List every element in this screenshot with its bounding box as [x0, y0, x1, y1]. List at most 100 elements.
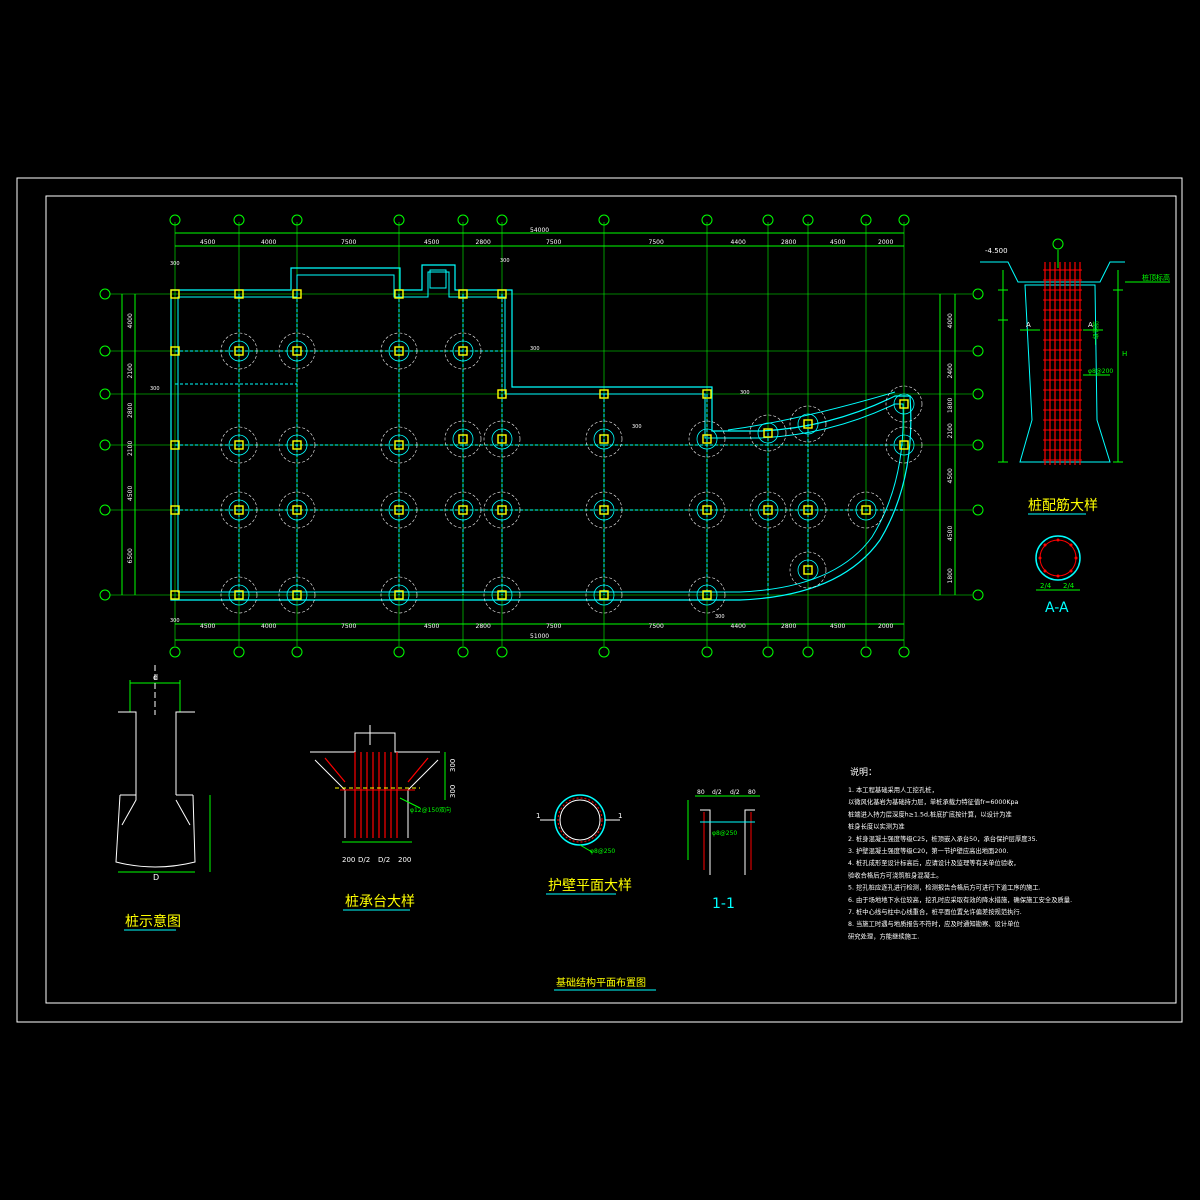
axis-bubble-top-2: [233, 214, 245, 226]
pile-circle-24: [789, 491, 827, 529]
pile-ring-13: [797, 413, 819, 435]
dim-top-3: 7500: [341, 239, 356, 246]
inner-retaining-wall: [177, 271, 904, 593]
dim-top-1: 4500: [200, 239, 215, 246]
pile-circle-5: [220, 426, 258, 464]
pile-ring-15: [893, 434, 915, 456]
pile-circle-10: [585, 420, 623, 458]
axis-bubble-top-5: [457, 214, 469, 226]
cap-height-2: 300: [449, 785, 457, 798]
outer-frame: [16, 177, 1183, 1023]
axis-bubble-top-4: [393, 214, 405, 226]
stirrup-tag: φ8@200: [1088, 368, 1113, 375]
axis-bubble-top-3: [291, 214, 303, 226]
column-26: [803, 419, 813, 429]
pile-circle-14: [885, 385, 923, 423]
pile-circle-32: [789, 551, 827, 589]
pile-circle-23: [749, 491, 787, 529]
axis-bubble-bottom-4: [393, 646, 405, 658]
column-2: [234, 289, 244, 299]
axis-bubble-left-5: [99, 504, 111, 516]
pile-ring-21: [593, 499, 615, 521]
dim-right-6: 4500: [947, 526, 954, 541]
pile-circle-17: [278, 491, 316, 529]
dim-bottom-7: 7500: [649, 623, 664, 630]
pile-ring-26: [228, 584, 250, 606]
pile-ring-3: [388, 340, 410, 362]
column-37: [803, 505, 813, 515]
note-tag-4: 300: [150, 386, 160, 392]
column-27: [899, 399, 909, 409]
axis-bubble-left-6: [99, 589, 111, 601]
column-30: [292, 505, 302, 515]
drawing-title: 基础结构平面布置图: [556, 976, 646, 989]
pile-schematic-title: 桩示意图: [125, 913, 181, 930]
pile-circle-12: [749, 414, 787, 452]
pile-ring-24: [797, 499, 819, 521]
section-1-1-title: 1-1: [712, 896, 735, 912]
pile-ring-30: [593, 584, 615, 606]
column-23: [599, 434, 609, 444]
axis-bubble-top-8: [701, 214, 713, 226]
section-1-1: 80 d/2 d/2 80 φ8@250 1-1: [687, 789, 760, 912]
retaining-title: 护壁平面大样: [548, 878, 632, 894]
note-line-3: 桩端进入持力层深度h≥1.5d,桩底扩底按计算，以设计为准: [848, 809, 1012, 818]
pile-top-level-tag: 桩顶标高: [1142, 273, 1170, 282]
pile-circle-16: [220, 491, 258, 529]
axis-bubble-bottom-5: [457, 646, 469, 658]
dim-top-9: 2800: [781, 239, 796, 246]
column-12: [599, 389, 609, 399]
column-43: [599, 590, 609, 600]
column-5: [458, 289, 468, 299]
column-9: [170, 505, 180, 515]
axis-bubble-left-2: [99, 345, 111, 357]
pile-rebar-title: 桩配筋大样: [1028, 497, 1098, 514]
note-line-7: 4. 桩孔成形至设计标高后，应请设计及监理等有关单位验收，: [848, 858, 1020, 867]
dim-right-3: 1800: [947, 398, 954, 413]
note-line-13: 研究处理，方能继续施工.: [848, 931, 919, 940]
dim-left-1: 4000: [127, 313, 134, 328]
column-28: [899, 440, 909, 450]
dim-bottom-11: 2000: [878, 623, 893, 630]
pile-circle-20: [483, 491, 521, 529]
column-3: [292, 289, 302, 299]
column-6: [497, 289, 507, 299]
pile-ring-12: [757, 422, 779, 444]
axis-bubble-top-12: [898, 214, 910, 226]
pile-circle-25: [847, 491, 885, 529]
pile-base-D: D: [153, 873, 159, 882]
section-aa-right-dim: 2/4: [1063, 582, 1075, 590]
column-19: [292, 440, 302, 450]
pile-circle-1: [220, 332, 258, 370]
dim-bottom-8: 4400: [731, 623, 746, 630]
pile-ring-4: [452, 340, 474, 362]
pile-circle-6: [278, 426, 316, 464]
column-39: [234, 590, 244, 600]
axis-bubble-right-6: [972, 589, 984, 601]
retaining-rebar-tag: φ8@250: [590, 848, 615, 855]
pile-circle-21: [585, 491, 623, 529]
pile-circle-9: [483, 420, 521, 458]
axis-bubble-bottom-12: [898, 646, 910, 658]
pile-ring-11: [696, 428, 718, 450]
column-17: [458, 346, 468, 356]
pit-box: [429, 269, 447, 289]
column-31: [394, 505, 404, 515]
pile-ring-17: [286, 499, 308, 521]
design-notes: 说明： 1. 本工程基础采用人工挖孔桩， 以微风化基岩为基础持力层，单桩承载力特…: [554, 766, 1072, 991]
column-45: [803, 565, 813, 575]
axis-bubble-right-1: [972, 288, 984, 300]
pile-circle-31: [688, 576, 726, 614]
retaining-cut-left: 1: [536, 812, 540, 820]
pile-ring-31: [696, 584, 718, 606]
dim-total-top: 54000: [530, 227, 549, 234]
axis-bubble-top-7: [598, 214, 610, 226]
note-line-11: 7. 桩中心线与柱中心线重合，桩平面位置允许偏差按规范执行.: [848, 907, 1022, 916]
pile-circle-7: [380, 426, 418, 464]
foundation-plan: 5400051000450045004000400075007500450045…: [99, 214, 984, 658]
dim-bottom-1: 4500: [200, 623, 215, 630]
pile-circle-30: [585, 576, 623, 614]
pile-circle-18: [380, 491, 418, 529]
pile-rebar-detail: -4.500 φ8@200 一级钢筋 桩顶标高 A A H 桩配筋大样: [980, 238, 1170, 515]
axis-bubble-top-9: [762, 214, 774, 226]
